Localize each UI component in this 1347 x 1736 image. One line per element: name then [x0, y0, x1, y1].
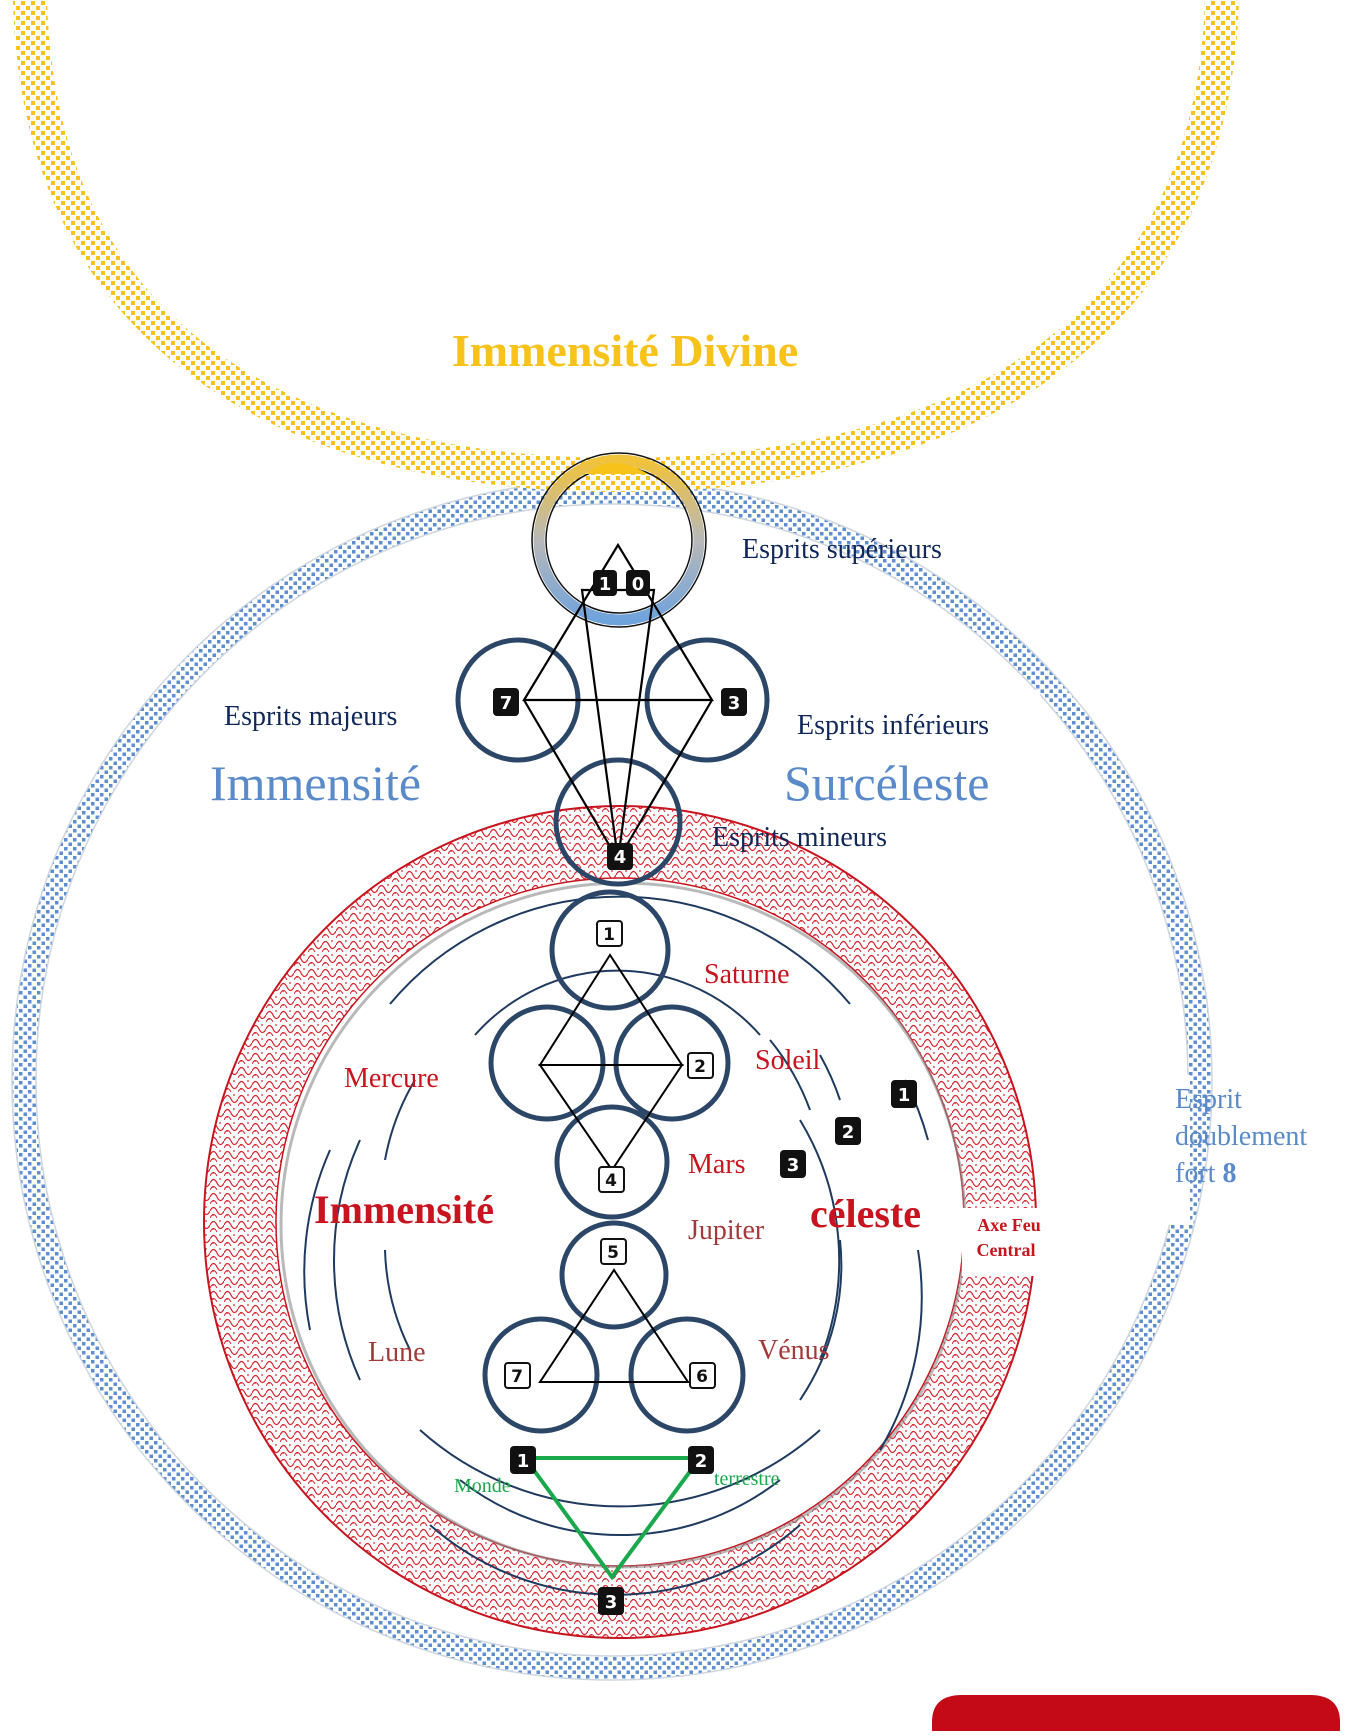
- badge-3-upper-label: 3: [728, 693, 741, 714]
- upper-star: [522, 542, 714, 861]
- badge-6-lower: 6: [689, 1362, 716, 1389]
- badge-4-upper: 4: [607, 843, 633, 870]
- middle-star: [538, 953, 684, 1172]
- esprits-mineurs-label: Esprits mineurs: [712, 822, 887, 853]
- esprits-majeurs-label: Esprits majeurs: [224, 701, 397, 732]
- badge-7-lower: 7: [504, 1362, 531, 1389]
- mask-inferieurs: [790, 690, 1040, 750]
- badge-g2: 2: [688, 1446, 714, 1474]
- divine-arc: [13, 0, 1239, 493]
- badge-g2-label: 2: [695, 1451, 708, 1472]
- badge-top-0-label: 0: [632, 574, 645, 595]
- surceleste-label: Surcéleste: [784, 755, 989, 811]
- mask-esprit: [1130, 1075, 1190, 1225]
- badge-2-middle: 2: [687, 1052, 714, 1079]
- badge-7-upper: 7: [493, 688, 519, 716]
- corner-tab: [932, 1695, 1340, 1731]
- mars-label: Mars: [688, 1149, 746, 1180]
- lune-label: Lune: [368, 1337, 426, 1368]
- badge-4-middle-label: 4: [605, 1171, 617, 1191]
- badge-1-middle-label: 1: [603, 925, 615, 945]
- esprits-superieurs-label: Esprits supérieurs: [742, 534, 942, 565]
- badge-r3-label: 3: [787, 1155, 800, 1176]
- badge-6-lower-label: 6: [696, 1367, 708, 1387]
- badge-2-middle-label: 2: [694, 1057, 706, 1077]
- jupiter-label: Jupiter: [688, 1215, 765, 1246]
- terrestre-label: terrestre: [714, 1468, 780, 1490]
- esprit-fort: fort: [1175, 1158, 1216, 1189]
- badge-7-upper-label: 7: [500, 693, 513, 714]
- mask-axe: [962, 1208, 1044, 1276]
- esprits-inferieurs-label: Esprits inférieurs: [797, 710, 989, 741]
- lower-triangle: [538, 1268, 690, 1383]
- badge-top-0: 0: [626, 570, 650, 596]
- axe-line2: Central: [977, 1240, 1036, 1260]
- esprit-line3: fort 8: [1175, 1158, 1236, 1189]
- badge-top-1: 1: [593, 570, 617, 596]
- badge-4-upper-label: 4: [614, 847, 627, 868]
- badge-g3-label: 3: [605, 1592, 618, 1613]
- surceleste-ring: [11, 479, 1213, 1681]
- badge-3-upper: 3: [721, 688, 747, 716]
- middle-circles: [482, 889, 746, 1434]
- immensite-celeste-label: Immensité: [314, 1187, 494, 1232]
- esprit-line2: doublement: [1175, 1121, 1307, 1152]
- immensite-surceleste-label: Immensité: [210, 755, 421, 811]
- top-ring: [531, 452, 707, 628]
- mercure-label: Mercure: [344, 1063, 439, 1094]
- badge-g3: 3: [598, 1587, 624, 1615]
- divine-title: Immensité Divine: [452, 325, 798, 376]
- celeste-label: céleste: [810, 1191, 921, 1236]
- esprit-line1: Esprit: [1175, 1084, 1242, 1115]
- axe-line1: Axe Feu: [977, 1215, 1040, 1235]
- badge-r2: 2: [835, 1117, 861, 1145]
- badge-g1-label: 1: [517, 1451, 530, 1472]
- badge-top-1-label: 1: [599, 574, 612, 595]
- green-triangle: [521, 1456, 704, 1581]
- planet-orbits: [303, 895, 929, 1596]
- badge-r1: 1: [891, 1080, 917, 1108]
- badge-5-middle-label: 5: [607, 1243, 619, 1263]
- badge-4-middle: 4: [598, 1166, 625, 1193]
- badge-1-middle: 1: [596, 920, 623, 947]
- badge-g1: 1: [510, 1446, 536, 1474]
- badge-r2-label: 2: [842, 1122, 855, 1143]
- saturne-label: Saturne: [704, 959, 790, 990]
- venus-label: Vénus: [758, 1335, 830, 1366]
- soleil-label: Soleil: [755, 1045, 821, 1076]
- esprit-number: 8: [1222, 1158, 1236, 1189]
- badge-7-lower-label: 7: [511, 1367, 523, 1387]
- badge-r3: 3: [780, 1150, 806, 1178]
- badge-r1-label: 1: [898, 1085, 911, 1106]
- badge-5-middle: 5: [600, 1238, 627, 1265]
- monde-label: Monde: [454, 1475, 511, 1497]
- mask-majeurs: [200, 690, 430, 748]
